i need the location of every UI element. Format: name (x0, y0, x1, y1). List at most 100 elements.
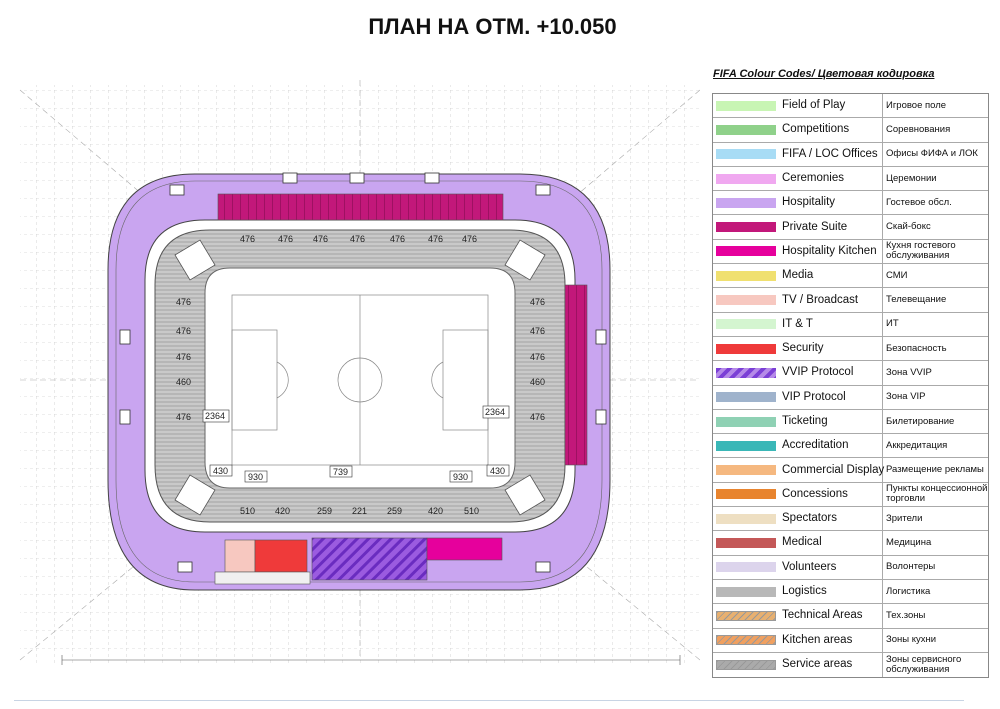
legend-label-ru: Телевещание (886, 294, 947, 306)
legend-label-en: Commercial Display (782, 463, 885, 476)
legend-row: Technical Areas Тех.зоны (713, 604, 988, 629)
seat-label: 420 (428, 506, 443, 516)
legend-swatch (716, 635, 776, 646)
legend-swatch (716, 173, 776, 184)
seat-label: 476 (530, 352, 545, 362)
legend-swatch (716, 367, 776, 378)
seat-label: 510 (240, 506, 255, 516)
left-seat-labels: 476 476 476 460 476 (176, 297, 191, 422)
security-zone (254, 539, 308, 573)
legend-label-en: Private Suite (782, 220, 848, 233)
pitch (231, 294, 489, 466)
legend-row: TV / Broadcast Телевещание (713, 288, 988, 313)
legend-row: Field of Play Игровое поле (713, 94, 988, 119)
seat-label: 476 (240, 234, 255, 244)
dimension-line (61, 655, 681, 665)
legend-label-en: VVIP Protocol (782, 366, 854, 379)
legend-label-en: Ticketing (782, 415, 828, 427)
seat-label: 739 (333, 467, 348, 477)
legend-label-ru: Безопасность (886, 342, 947, 354)
legend-label-ru: Зона VVIP (886, 366, 932, 378)
legend-label-ru: Размещение рекламы (886, 464, 984, 476)
floor-plan: 476 476 476 476 476 476 476 476 476 476 … (19, 80, 700, 665)
legend-label-en: Service areas (782, 658, 853, 671)
legend-label-ru: Зрители (886, 512, 923, 524)
seat-label: 476 (176, 297, 191, 307)
legend-label-ru: Пункты концессионной торговли (886, 483, 988, 505)
legend-label-en: Kitchen areas (782, 633, 853, 646)
legend-label-en: Media (782, 269, 814, 282)
legend-label-en: Accreditation (782, 439, 849, 452)
seat-label: 460 (176, 377, 191, 387)
seat-label: 2364 (485, 407, 505, 417)
legend-label-en: Field of Play (782, 99, 846, 112)
legend-label-en: Hospitality (782, 196, 836, 209)
seat-label: 476 (530, 297, 545, 307)
legend-label-ru: Кухня гостевого обслуживания (886, 240, 956, 262)
seat-label: 476 (176, 412, 191, 422)
seat-label: 259 (387, 506, 402, 516)
legend-label-ru: Игровое поле (886, 99, 947, 111)
seat-label: 420 (275, 506, 290, 516)
seat-label: 430 (490, 466, 505, 476)
legend-label-ru: Зоны кухни (886, 634, 937, 646)
legend-swatch (716, 440, 776, 451)
seat-label: 930 (248, 472, 263, 482)
legend-row: VVIP Protocol Зона VVIP (713, 361, 988, 386)
legend-label-ru: Зона VIP (886, 391, 926, 403)
legend-swatch (716, 489, 776, 500)
legend-swatch (716, 343, 776, 354)
seat-label: 259 (317, 506, 332, 516)
vvip-zone (311, 537, 428, 581)
legend-label-ru: Зоны сервисного обслуживания (886, 653, 962, 675)
legend-label-en: Technical Areas (782, 609, 863, 622)
legend-label-en: Security (782, 342, 824, 355)
legend-label-ru: СМИ (886, 269, 908, 281)
seat-label: 476 (278, 234, 293, 244)
seat-label: 476 (350, 234, 365, 244)
corner-stairs (174, 239, 546, 516)
legend-label-en: Volunteers (782, 560, 837, 573)
legend-label-ru: Тех.зоны (886, 609, 926, 621)
legend-row: Media СМИ (713, 264, 988, 289)
legend-swatch (716, 610, 776, 621)
legend-row: Kitchen areas Зоны кухни (713, 628, 988, 653)
legend-label-en: Hospitality Kitchen (782, 244, 877, 257)
legend-swatch (716, 270, 776, 281)
legend-label-en: Concessions (782, 487, 848, 500)
legend-swatch (716, 222, 776, 233)
legend-swatch (716, 659, 776, 670)
seat-label: 476 (428, 234, 443, 244)
column-markers (119, 172, 607, 573)
legend-label-en: Spectators (782, 512, 837, 525)
seat-label: 430 (213, 466, 228, 476)
legend-label-en: TV / Broadcast (782, 293, 859, 306)
legend-swatch (716, 392, 776, 403)
seat-label: 476 (462, 234, 477, 244)
seat-label: 221 (352, 506, 367, 516)
seat-label: 476 (176, 326, 191, 336)
seat-label: 460 (530, 377, 545, 387)
seat-label: 476 (313, 234, 328, 244)
seat-label: 476 (530, 326, 545, 336)
seat-label: 476 (390, 234, 405, 244)
legend-label-en: VIP Protocol (782, 390, 846, 403)
legend-label-en: IT & T (782, 317, 813, 330)
top-seat-labels: 476 476 476 476 476 476 476 (240, 234, 477, 244)
seat-label: 476 (530, 412, 545, 422)
legend-label-en: Logistics (782, 585, 827, 598)
legend-row: Service areas Зоны сервисного обслуживани… (713, 652, 988, 678)
legend-label-ru: Билетирование (886, 415, 955, 427)
legend-label-ru: Волонтеры (886, 561, 936, 573)
legend-swatch (716, 513, 776, 524)
legend-label-ru: Логистика (886, 585, 931, 597)
legend-label-ru: Церемонии (886, 172, 937, 184)
legend-label-en: Medical (782, 536, 822, 549)
